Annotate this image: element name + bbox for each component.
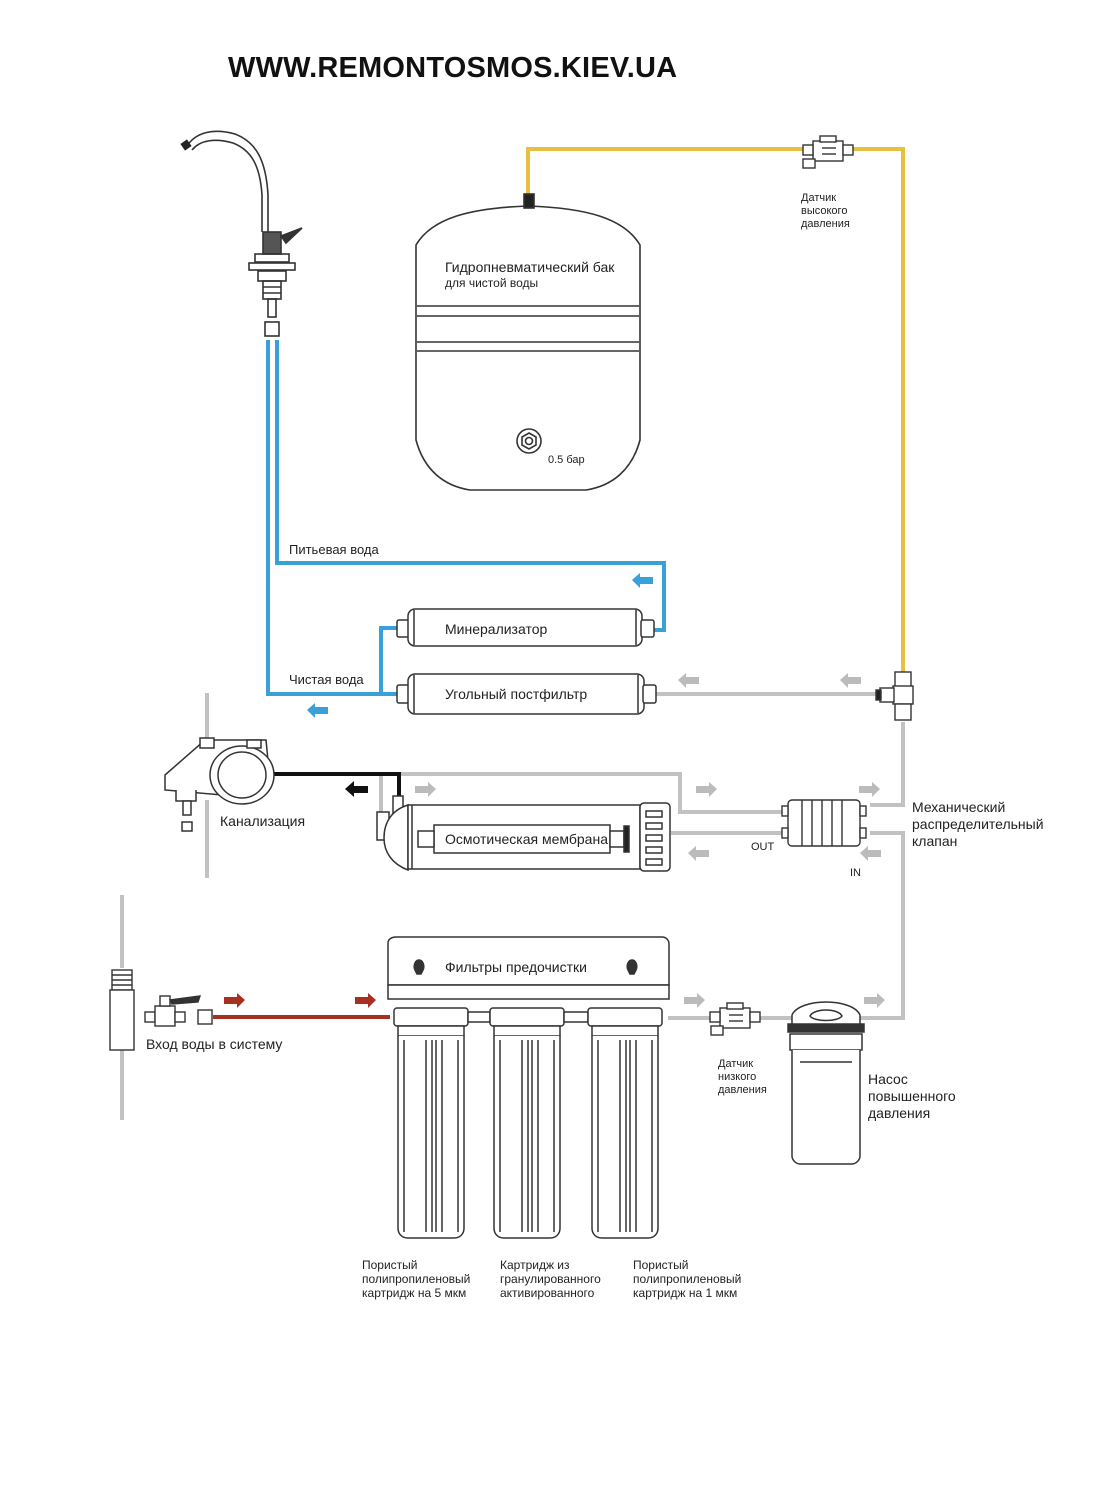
arrow-right-gray: [684, 993, 705, 1008]
valve-out-label: OUT: [751, 841, 775, 853]
storage-tank: [415, 193, 641, 491]
arrow-right-gray: [859, 782, 880, 797]
cartridge-2-label: Картридж из гранулированного активирован…: [500, 1258, 601, 1300]
low-pressure-sensor-label: Датчик низкого давления: [718, 1058, 767, 1096]
low-pressure-sensor-icon: [709, 1002, 761, 1036]
valve-label: Механический распределительный клапан: [912, 799, 1044, 849]
flow-arrows: [224, 573, 885, 1008]
tee-fitting-icon: [875, 671, 914, 721]
mineralizer-cartridge: [396, 608, 655, 647]
high-pressure-sensor-icon: [802, 135, 854, 169]
cartridge-1-label: Пористый полипропиленовый картридж на 5 …: [362, 1258, 471, 1300]
prefilter-bracket: [387, 936, 670, 1000]
valve-in-label: IN: [850, 867, 861, 879]
clean-water-line: [266, 340, 666, 696]
arrow-right-gray: [696, 782, 717, 797]
site-url: WWW.REMONTOSMOS.KIEV.UA: [228, 52, 678, 84]
drain-label: Канализация: [220, 813, 306, 829]
booster-pump-icon: [787, 1001, 865, 1165]
arrow-left-gray: [860, 846, 881, 861]
arrow-left-gray: [840, 673, 861, 688]
cartridge-3-label: Пористый полипропиленовый картридж на 1 …: [633, 1258, 742, 1300]
prefilter-housings: [393, 1007, 663, 1239]
arrow-left-gray: [678, 673, 699, 688]
distribution-valve-icon: [781, 799, 867, 847]
clean-water-label: Чистая вода: [289, 672, 364, 687]
carbon-postfilter-label: Угольный постфильтр: [445, 686, 588, 702]
carbon-postfilter-cartridge: [396, 673, 657, 715]
drain-clamp-icon: [164, 737, 275, 832]
arrow-left-gray: [688, 846, 709, 861]
arrow-left-blue: [632, 573, 653, 588]
mineralizer-label: Минерализатор: [445, 621, 548, 637]
membrane-label: Осмотическая мембрана: [445, 831, 608, 847]
inlet-valve-icon: [109, 969, 213, 1051]
arrow-right-gray: [415, 782, 436, 797]
arrow-left-black: [345, 781, 368, 797]
arrow-right-red: [224, 993, 245, 1008]
drain-line: [272, 772, 401, 800]
drinking-water-label: Питьевая вода: [289, 542, 379, 557]
tank-pressure: 0.5 бар: [548, 454, 585, 466]
faucet-icon: [180, 130, 303, 337]
pump-label: Насос повышенного давления: [868, 1071, 956, 1121]
high-pressure-sensor-label: Датчик высокого давления: [801, 192, 850, 230]
tank-title: Гидропневматический бак: [445, 259, 615, 275]
arrow-left-blue: [307, 703, 328, 718]
osmotic-membrane-housing: [376, 795, 671, 872]
arrow-right-gray: [864, 993, 885, 1008]
prefilters-label: Фильтры предочистки: [445, 959, 587, 975]
arrow-right-red: [355, 993, 376, 1008]
inlet-label: Вход воды в систему: [146, 1036, 283, 1052]
high-pressure-line: [526, 147, 905, 672]
tank-subtitle: для чистой воды: [445, 276, 539, 290]
